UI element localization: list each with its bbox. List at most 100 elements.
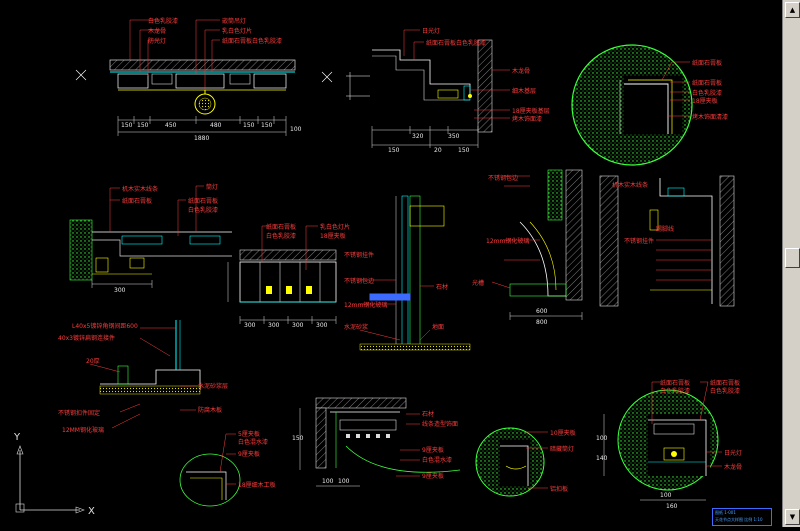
detail-ceiling-section-1	[75, 19, 296, 136]
dim-text: 480	[210, 122, 222, 129]
title-block-name: 天花节点大样图 比例 1:10	[715, 517, 763, 522]
label: 纸面石膏板	[710, 379, 740, 387]
dim-text: 100	[596, 435, 608, 442]
label: 白色乳胶漆	[692, 89, 722, 97]
label: 乳白色灯片	[222, 27, 252, 35]
label: 不锈钢包边	[344, 277, 374, 285]
label: 地面	[432, 323, 444, 331]
label: 纸面石膏板	[266, 223, 296, 231]
dim-text: 150	[243, 122, 255, 129]
label: 9厘夹板	[422, 446, 444, 454]
dim-text: 320	[412, 133, 424, 140]
label: 线条造型饰面	[422, 420, 458, 428]
dim-text: 300	[316, 322, 328, 329]
label: 纸面石膏板	[660, 379, 690, 387]
label: 水泥砂浆	[344, 323, 368, 331]
label: 10厘夹板	[550, 429, 576, 437]
scroll-up-button[interactable]: ▲	[785, 2, 800, 18]
detail-circle-enlargement-1	[571, 44, 693, 166]
label: 踢脚线	[656, 225, 674, 233]
detail-stone-corner	[299, 397, 461, 487]
dim-text: 800	[536, 319, 548, 326]
label: 日光灯	[724, 449, 742, 457]
label: 9厘夹板	[238, 450, 260, 458]
detail-lightbox-section	[227, 225, 337, 324]
dim-text: 450	[165, 122, 177, 129]
label: 纸面石膏板白色乳胶漆	[426, 39, 486, 47]
detail-railing-section	[89, 320, 201, 429]
label: 石材	[436, 283, 448, 291]
detail-cornice-section	[69, 185, 232, 288]
annotation-labels: 白色乳胶漆 木龙骨 防光灯 嵌筒吊灯 乳白色灯片 纸面石膏板白色乳胶漆 日光灯 …	[58, 17, 742, 493]
label: 烤木饰面清漆	[692, 113, 728, 121]
dim-text: 600	[536, 308, 548, 315]
label: L40x5镀锌角钢间距600	[72, 322, 138, 330]
title-block-number: 图纸 1-001	[715, 510, 736, 515]
label: 木龙骨	[148, 27, 166, 35]
label: 纸面石膏板	[692, 59, 722, 67]
label: 不锈钢包边	[488, 174, 518, 182]
detail-circle-enlargement-4	[603, 381, 722, 501]
vertical-scrollbar[interactable]: ▲ ▼	[782, 0, 800, 527]
label: 纸面石膏板白色乳胶漆	[222, 37, 282, 45]
dim-text: 150	[292, 435, 304, 442]
label: 防光灯	[148, 37, 166, 45]
dim-text: 150	[458, 147, 470, 154]
ucs-y-label: Y	[13, 432, 21, 443]
dim-text: 100	[338, 478, 350, 485]
label: 不锈钢挂件	[344, 251, 374, 259]
label: 木龙骨	[724, 463, 742, 471]
detail-curved-wall	[491, 169, 583, 320]
scroll-thumb[interactable]	[785, 248, 800, 268]
dim-text: 300	[114, 287, 126, 294]
dim-text: 100	[660, 492, 672, 499]
label: 20厚	[86, 358, 100, 365]
label: 纸面石膏板	[692, 79, 722, 87]
ucs-icon: Y X	[13, 432, 95, 517]
detail-circle-enlargement-2	[179, 433, 241, 507]
label: 不锈钢扣件固定	[58, 409, 100, 417]
detail-light-trough-section	[321, 29, 510, 148]
label: 筒灯	[206, 183, 218, 191]
label: 纸面石膏板	[122, 197, 152, 205]
label: 暗藏筒灯	[550, 445, 574, 453]
title-block: 图纸 1-001 天花节点大样图 比例 1:10	[712, 508, 772, 526]
dim-text: 300	[292, 322, 304, 329]
label: 木龙骨	[512, 67, 530, 75]
label: 水泥砂浆层	[198, 382, 228, 390]
label: 光槽	[472, 279, 484, 287]
dim-text: 150	[121, 122, 133, 129]
dim-text: 1880	[194, 135, 209, 142]
dim-text: 300	[244, 322, 256, 329]
label: 18厘细木工板	[238, 481, 276, 489]
dim-text: 300	[268, 322, 280, 329]
scroll-down-button[interactable]: ▼	[785, 509, 800, 525]
label: 乳白色灯片	[320, 223, 350, 231]
label: 9厘夹板	[422, 472, 444, 480]
label: 白色混水漆	[422, 456, 452, 464]
dim-text: 150	[388, 147, 400, 154]
dim-text: 150	[261, 122, 273, 129]
dim-text: 100	[290, 126, 302, 133]
label: 不锈钢挂件	[624, 237, 654, 245]
label: 防腐木板	[198, 406, 222, 414]
label: 18厘夹板基层	[512, 107, 550, 115]
dim-text: 150	[137, 122, 149, 129]
label: 纸面石膏板	[188, 197, 218, 205]
label: 40x3镀锌扁钢连接件	[58, 334, 115, 342]
dim-text: 140	[596, 455, 608, 462]
ucs-x-label: X	[88, 506, 95, 517]
detail-wall-cladding	[599, 175, 735, 307]
dim-text: 100	[322, 478, 334, 485]
label: 白色乳胶漆	[188, 206, 218, 214]
label: 嵌筒吊灯	[222, 17, 246, 25]
label: 铝扣板	[550, 485, 568, 493]
label: 白色乳胶漆	[148, 17, 178, 25]
label: 日光灯	[422, 27, 440, 35]
cad-drawing: 白色乳胶漆 木龙骨 防光灯 嵌筒吊灯 乳白色灯片 纸面石膏板白色乳胶漆 日光灯 …	[13, 17, 742, 517]
label: 白色乳胶漆	[660, 387, 690, 395]
dim-text: 20	[434, 147, 442, 154]
label: 12mm钢化玻璃	[344, 301, 387, 309]
label: 机木实木线条	[122, 185, 158, 193]
